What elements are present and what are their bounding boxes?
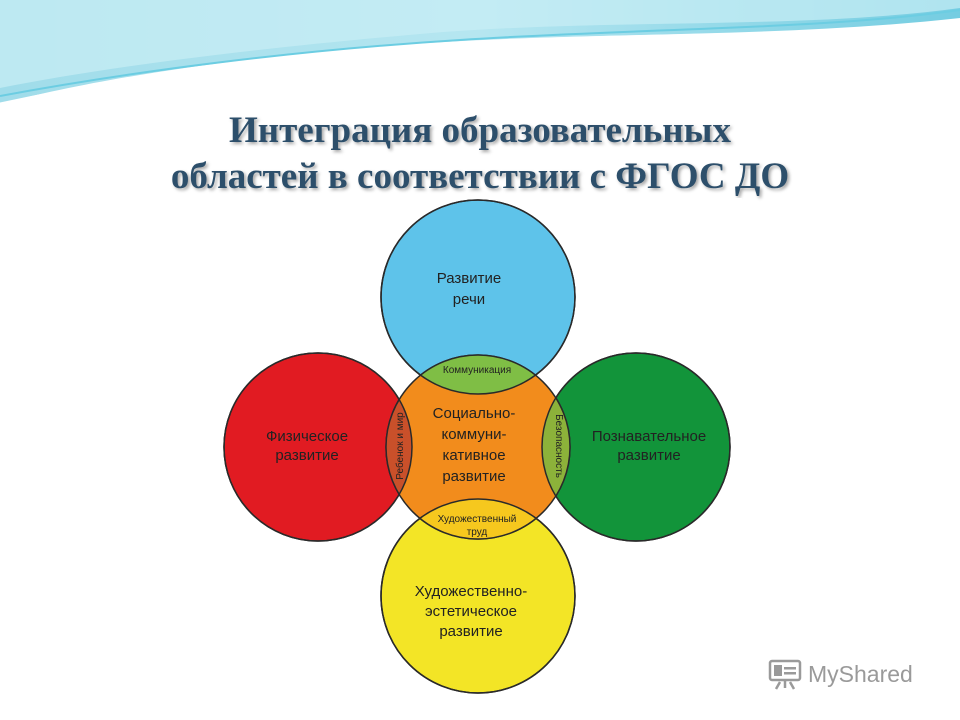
- overlap-bottom: [385, 499, 571, 540]
- title-line-2: областей в соответствии с ФГОС ДО: [170, 156, 790, 197]
- page-title: Интеграция образовательных областей в со…: [60, 108, 900, 200]
- label-center-line4: развитие: [442, 468, 505, 485]
- label-overlap-bottom-line2: труд: [467, 527, 488, 538]
- label-overlap-bottom-line1: Художественный: [438, 514, 517, 525]
- title-line-1: Интеграция образовательных: [229, 110, 731, 151]
- watermark-text: MyShared: [808, 660, 913, 687]
- label-center-line2: коммуни-: [441, 426, 506, 443]
- label-overlap-right: Безопасность: [553, 414, 564, 478]
- label-top-line1: Развитие: [437, 270, 502, 287]
- label-top-line2: речи: [453, 291, 485, 308]
- overlap-right: [542, 354, 571, 540]
- label-center-line3: кативное: [442, 447, 505, 464]
- label-right-line2: развитие: [617, 447, 680, 464]
- label-center-line1: Социально-: [433, 405, 516, 422]
- label-bottom-line2: эстетическое: [425, 603, 517, 620]
- overlap-top: [385, 354, 571, 394]
- presentation-board-icon: [768, 659, 802, 690]
- label-overlap-top: Коммуникация: [443, 365, 511, 376]
- header-wave-decoration: [0, 0, 960, 106]
- label-bottom-line3: развитие: [439, 623, 502, 640]
- label-overlap-left: Ребенок и мир: [394, 412, 406, 480]
- label-right-line1: Познавательное: [592, 428, 706, 445]
- label-left-line2: развитие: [275, 447, 338, 464]
- watermark-logo: MyShared: [768, 656, 913, 692]
- label-left-line1: Физическое: [266, 428, 348, 445]
- overlap-left: [385, 354, 412, 540]
- label-bottom-line1: Художественно-: [415, 583, 527, 600]
